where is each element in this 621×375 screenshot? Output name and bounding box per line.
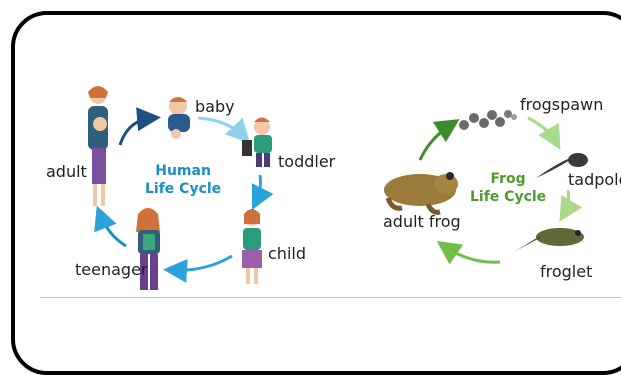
arrow-tadpole-to-froglet — [564, 190, 569, 214]
human-title-line1: Human — [145, 162, 221, 180]
label-child: child — [268, 244, 306, 263]
toddler-figure — [242, 118, 272, 168]
frog-title-line1: Frog — [470, 170, 546, 188]
label-teenager: teenager — [75, 260, 147, 279]
label-adult-frog: adult frog — [383, 212, 461, 231]
baby-figure — [168, 97, 190, 139]
arrow-froglet-to-adultfrog — [444, 246, 500, 262]
froglet-image — [514, 228, 584, 252]
arrow-frogspawn-to-tadpole — [528, 118, 556, 142]
adult-figure — [88, 86, 108, 206]
label-froglet: froglet — [540, 262, 592, 281]
frogspawn-image — [459, 110, 517, 130]
arrow-child-to-teenager — [172, 256, 232, 270]
arrow-adult-to-baby — [120, 118, 152, 145]
label-toddler: toddler — [278, 152, 335, 171]
arrow-toddler-to-child — [256, 175, 261, 202]
label-baby: baby — [195, 97, 235, 116]
label-tadpole: tadpole — [568, 170, 621, 189]
label-adult: adult — [46, 162, 87, 181]
frog-cycle-title: Frog Life Cycle — [470, 170, 546, 206]
arrow-baby-to-toddler — [198, 118, 244, 137]
divider-line — [40, 297, 621, 298]
arrow-teenager-to-adult — [100, 214, 126, 246]
child-figure — [242, 209, 262, 284]
adult-frog-image — [384, 172, 458, 212]
label-frogspawn: frogspawn — [520, 95, 603, 114]
human-title-line2: Life Cycle — [145, 180, 221, 198]
frog-title-line2: Life Cycle — [470, 188, 546, 206]
human-cycle-title: Human Life Cycle — [145, 162, 221, 198]
arrow-adultfrog-to-frogspawn — [420, 124, 452, 160]
